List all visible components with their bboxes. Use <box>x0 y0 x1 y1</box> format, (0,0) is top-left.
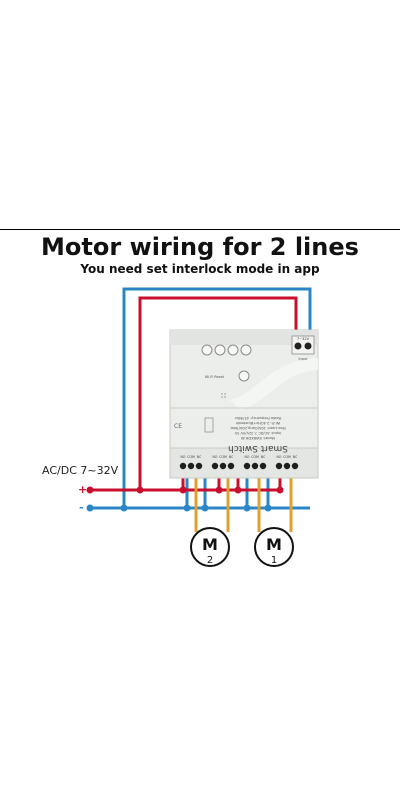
device-label: Smart Switch Model: SWBKDH-BI Input: AC/… <box>228 416 288 453</box>
motor-1: M 1 <box>254 527 294 567</box>
orange-wire <box>194 478 293 532</box>
junction-dot <box>234 486 242 494</box>
motor-1-letter: M <box>266 535 282 554</box>
page-title: Motor wiring for 2 lines <box>41 233 359 261</box>
junction-dot <box>120 504 128 512</box>
terminal-label: NC <box>197 455 202 459</box>
terminal-label: COM <box>251 455 259 459</box>
reset-button-icon <box>238 370 250 382</box>
junction-dot <box>264 504 272 512</box>
terminal-label: NC <box>293 455 298 459</box>
junction-dot <box>183 504 191 512</box>
terminal-label: NO <box>213 455 218 459</box>
terminal-label: NO <box>245 455 250 459</box>
input-terminal <box>294 342 302 350</box>
motor-1-icon <box>254 527 294 567</box>
terminal-label: NC <box>229 455 234 459</box>
terminal-label: COM <box>219 455 227 459</box>
device-input: Input: AC/DC 7-32V/5V 5V <box>234 431 281 435</box>
device-name: Smart Switch <box>228 443 288 453</box>
page-subtitle: You need set interlock mode in app <box>80 262 320 276</box>
device-button <box>214 344 226 356</box>
reset-label: Wi-Fi Reset <box>205 375 225 379</box>
motor-2-number: 2 <box>207 555 213 566</box>
input-label: Input <box>298 357 308 361</box>
bluetooth-icon <box>204 417 214 433</box>
output-terminals <box>179 462 299 470</box>
terminal-label: NO <box>181 455 186 459</box>
power-plus-label: + <box>78 483 87 496</box>
terminal-label: NC <box>261 455 266 459</box>
terminal-label: NO <box>277 455 282 459</box>
terminal-label: COM <box>187 455 195 459</box>
motor-2: M 2 <box>190 527 230 567</box>
junction-dot <box>215 486 223 494</box>
junction-dot <box>136 486 144 494</box>
device-button <box>201 344 213 356</box>
device-rf: Radio Frequency: 433Mhz <box>235 416 281 420</box>
top-divider <box>0 229 400 230</box>
device-wifi: Wi-Fi: 2.4GHz+Bluetooth <box>236 421 280 425</box>
device-load: Max.Load: 10A/Gang,20A/Total <box>230 426 285 430</box>
input-terminal-label: 7~32V <box>297 337 310 341</box>
motor-2-icon <box>190 527 230 567</box>
junction-dot <box>179 486 187 494</box>
device-model: Model: SWBKDH-BI <box>241 436 275 440</box>
junction-dot <box>201 504 209 512</box>
device-button <box>240 344 252 356</box>
junction-dot <box>86 486 94 494</box>
junction-dot <box>243 504 251 512</box>
power-label: AC/DC 7~32V <box>42 464 119 477</box>
speaker-icon <box>221 393 226 398</box>
junction-dot <box>276 486 284 494</box>
device-button <box>227 344 239 356</box>
input-terminal <box>304 342 312 350</box>
motor-2-letter: M <box>202 535 218 554</box>
device-buttons <box>201 344 252 356</box>
smart-switch-device: Wi-Fi Reset 7~32V Input Smart Switch Mod… <box>169 329 319 479</box>
ce-mark-icon: CE <box>174 423 182 430</box>
power-minus-label: - <box>79 501 84 514</box>
terminal-label: COM <box>283 455 291 459</box>
junctions <box>86 486 284 512</box>
motor-1-number: 1 <box>271 555 277 566</box>
terminal-labels: NO COM NC NO COM NC NO COM NC NO COM NC <box>181 455 299 459</box>
junction-dot <box>86 504 94 512</box>
